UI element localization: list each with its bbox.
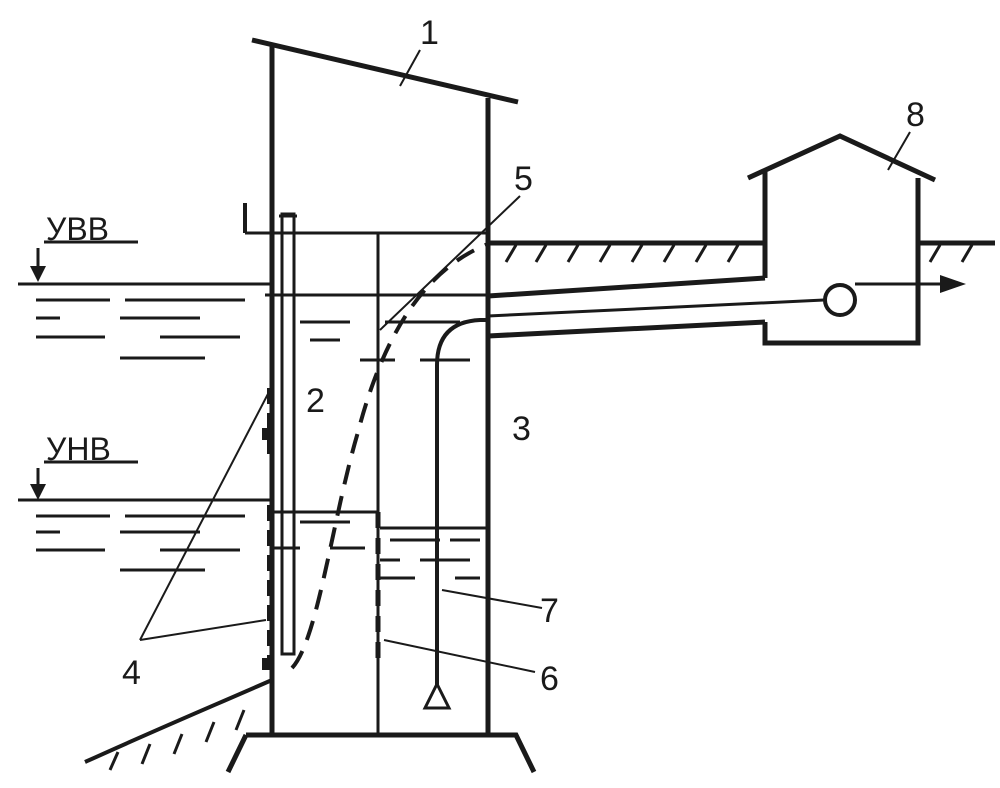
screen-latch-upper (262, 428, 272, 440)
conduit-top (487, 275, 766, 299)
callout-8: 8 (906, 96, 925, 134)
callout-1: 1 (420, 14, 439, 52)
pump-icon (823, 283, 857, 317)
callout-7: 7 (540, 592, 559, 630)
pump-station-roof (746, 133, 937, 183)
suction-pipe (422, 318, 488, 710)
roof (251, 37, 519, 105)
conduit-bottom (487, 319, 766, 339)
low-water-arrow-icon (30, 484, 46, 500)
suction-strainer (422, 680, 452, 710)
callout-3: 3 (512, 410, 531, 448)
leader-lines (139, 49, 911, 673)
river-ripples-high (36, 298, 245, 360)
chamber-ripples-low (270, 510, 488, 580)
pump-station (487, 133, 966, 346)
label-high-water: УВВ (46, 211, 109, 247)
callout-4: 4 (122, 654, 141, 692)
callout-6: 6 (540, 660, 559, 698)
guide-rail (280, 212, 296, 656)
flow-arrow-icon (940, 275, 966, 293)
river-ripples-low (36, 514, 245, 572)
callout-2: 2 (306, 382, 325, 420)
labels: УВВ УНВ 1 2 3 4 5 6 7 8 (46, 14, 925, 698)
chamber-ripples-high (265, 293, 488, 362)
ground (84, 240, 995, 771)
riverbed-hatching (108, 709, 246, 771)
ground-hatching (504, 244, 974, 263)
riverbed (84, 678, 273, 764)
high-water-arrow-icon (30, 266, 46, 282)
siphon-pipe (290, 242, 489, 670)
callout-5: 5 (514, 160, 533, 198)
foundation (225, 732, 537, 774)
delivery-pipe (487, 298, 825, 318)
water-levels (18, 240, 488, 580)
label-low-water: УНВ (46, 431, 111, 467)
